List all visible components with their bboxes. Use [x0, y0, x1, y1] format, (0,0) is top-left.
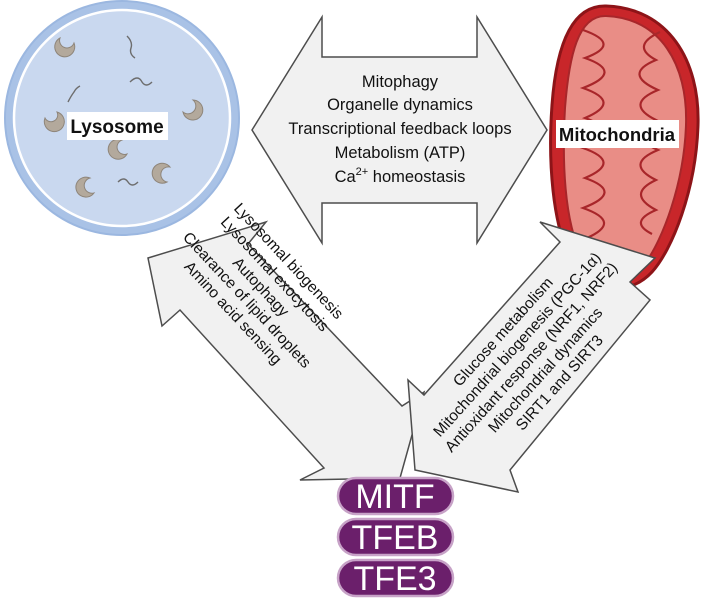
lysosome-label: Lysosome	[70, 117, 163, 138]
tf-tfeb: TFEB	[336, 517, 455, 557]
tf-label: TFE3	[353, 560, 436, 598]
mitochondria: Mitochondria	[549, 4, 700, 291]
right-double-arrow: Glucose metabolism Mitochondrial biogene…	[407, 221, 657, 494]
top-arrow-item: Organelle dynamics	[327, 96, 473, 114]
lysosome-label-box	[67, 112, 168, 140]
mitochondria-label-box	[556, 120, 679, 148]
top-arrow-item: Mitophagy	[362, 73, 439, 91]
top-double-arrow: Mitophagy Organelle dynamics Transcripti…	[251, 14, 548, 246]
top-arrow-item-calcium: Ca2+ homeostasis	[335, 166, 466, 186]
tf-label: TFEB	[352, 519, 439, 557]
top-arrow-text: Mitophagy Organelle dynamics Transcripti…	[288, 73, 511, 186]
tf-mitf: MITF	[336, 476, 455, 516]
top-arrow-item: Transcriptional feedback loops	[288, 120, 511, 138]
top-arrow-item: Metabolism (ATP)	[335, 144, 466, 162]
lysosome-particles	[43, 36, 204, 198]
left-double-arrow: Lysosomal biogenesis Lysosomal exocytosi…	[147, 200, 426, 481]
calcium-base: Ca	[335, 168, 357, 186]
lysosome-fibers	[67, 35, 153, 186]
calcium-rest: homeostasis	[368, 168, 465, 186]
mitochondria-label: Mitochondria	[559, 124, 676, 145]
calcium-superscript: 2+	[356, 166, 369, 178]
transcription-factors: MITF TFEB TFE3	[336, 476, 455, 598]
lysosome: Lysosome	[4, 0, 240, 236]
tf-tfe3: TFE3	[336, 558, 455, 598]
tf-label: MITF	[355, 478, 434, 516]
